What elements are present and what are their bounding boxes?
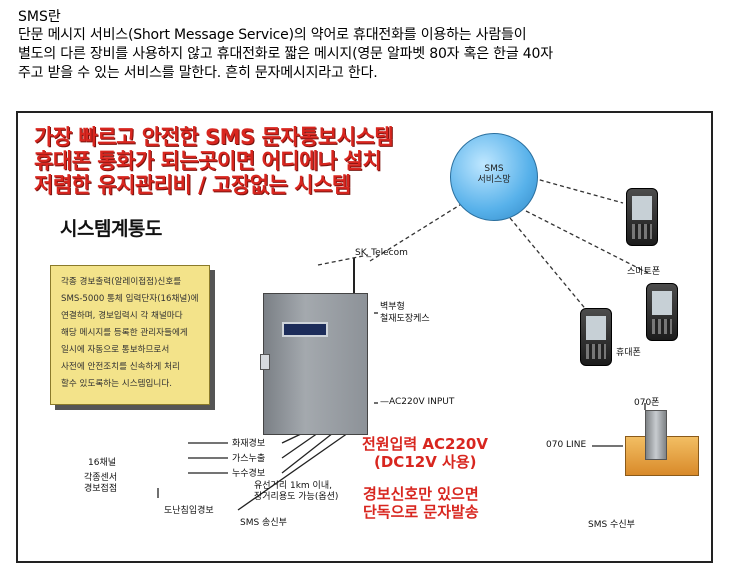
note-line: 일시에 자동으로 통보하므로서 — [61, 345, 170, 355]
ac-input-text: AC220V INPUT — [389, 397, 455, 407]
note-line: SMS-5000 통체 입력단자(16채널)에 — [61, 294, 199, 304]
cabinet-label: 벽부형 철재도장케스 — [380, 302, 430, 324]
system-title: 시스템계통도 — [60, 218, 162, 240]
smartphone-label: 스마트폰 — [627, 267, 661, 277]
sms-network-globe: SMS 서비스망 — [450, 133, 538, 221]
sms-network-label: SMS 서비스망 — [477, 164, 511, 185]
wire-distance-note: 유선거리 1km 이내, 장거리용도 가능(옵션) — [254, 481, 339, 502]
connection-lines — [157, 177, 649, 511]
smartphone-top-icon — [626, 188, 658, 246]
channel-16-label: 16채널 — [88, 458, 117, 468]
mobile-phone-label: 휴대폰 — [616, 348, 641, 358]
note-line: 사전에 안전조치를 신속하게 처리 — [61, 362, 180, 372]
standalone-label-1: 경보신호만 있으면 — [363, 485, 479, 503]
lcd-display-icon — [282, 322, 328, 337]
power-dc-label: (DC12V 사용) — [374, 453, 477, 471]
intro-line-2: 별도의 다른 장비를 사용하지 않고 휴대전화로 짧은 메시지(영문 알파벳 8… — [18, 46, 553, 62]
intro-line-3: 주고 받을 수 있는 서비스를 말한다. 흔히 문자메시지라고 한다. — [18, 65, 378, 81]
intro-line-1: 단문 메시지 서비스(Short Message Service)의 약어로 휴… — [18, 27, 527, 43]
sms-cabinet-image — [260, 293, 368, 435]
theft-alarm-label: 도난침입경보 — [164, 506, 214, 516]
sensor-contacts-label: 각종센서 경보접점 — [84, 473, 118, 494]
standalone-label-2: 단독으로 문자발송 — [363, 503, 479, 521]
note-line: 연결하며, 경보입력시 각 채널마다 — [61, 311, 183, 321]
phone-070-device-icon — [645, 410, 667, 460]
sk-telecom-label: SK_Telecom — [355, 248, 408, 258]
cabinet-latch-icon — [260, 354, 270, 370]
note-line: 할수 있도록하는 시스템입니다. — [61, 379, 172, 389]
note-line: 해당 메시지를 등록한 관리자들에게 — [61, 328, 188, 338]
smartphone-right-icon — [646, 283, 678, 341]
line-070-label: 070 LINE — [546, 440, 587, 450]
gas-leak-label: 가스누출 — [232, 454, 266, 464]
power-input-label: 전원입력 AC220V — [362, 435, 488, 453]
headline-1: 가장 빠르고 안전한 SMS 문자통보시스템 — [34, 125, 394, 149]
headline-2: 휴대폰 통화가 되는곳이면 어디에나 설치 — [34, 149, 382, 173]
intro-text: SMS란 단문 메시지 서비스(Short Message Service)의 … — [18, 8, 733, 83]
fire-alarm-label: 화재경보 — [232, 439, 266, 449]
water-leak-label: 누수경보 — [232, 469, 266, 479]
description-note: 각종 경보출력(알레이접점)신호를 SMS-5000 통체 입력단자(16채널)… — [50, 265, 210, 405]
intro-title: SMS란 — [18, 9, 61, 25]
note-line: 각종 경보출력(알레이접점)신호를 — [61, 277, 182, 287]
phone-070-label: 070폰 — [634, 398, 660, 408]
sms-transmitter-label: SMS 송신부 — [240, 518, 287, 528]
ac-input-label: —AC220V INPUT — [380, 397, 455, 407]
mobile-phone-icon — [580, 308, 612, 366]
sms-receiver-label: SMS 수신부 — [588, 520, 635, 530]
system-diagram: 가장 빠르고 안전한 SMS 문자통보시스템 휴대폰 통화가 되는곳이면 어디에… — [16, 111, 713, 563]
headline-3: 저렴한 유지관리비 / 고장없는 시스템 — [34, 173, 351, 197]
